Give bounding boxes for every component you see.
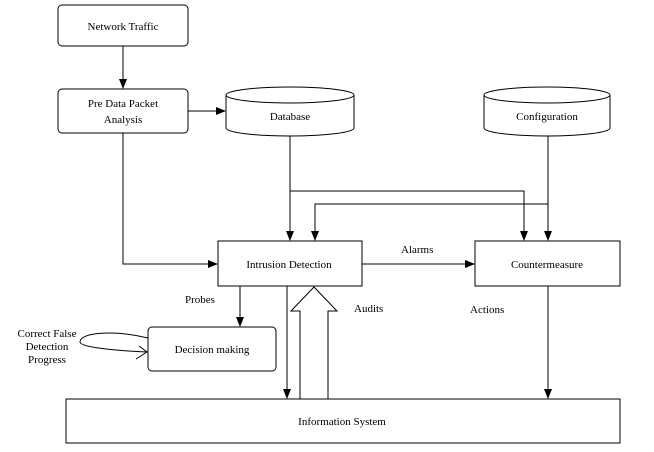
- audits-label: Audits: [354, 303, 383, 315]
- actions-label: Actions: [470, 304, 504, 316]
- connectors: [79, 46, 552, 399]
- edge-predata-to-intrusion: [122, 133, 218, 268]
- intrusion-detection-label: Intrusion Detection: [246, 259, 332, 271]
- audits-hollow-arrow: [289, 286, 339, 399]
- intrusion-detection-box: [217, 240, 363, 287]
- countermeasure-node: Countermeasure: [474, 240, 621, 287]
- pre-data-label-line1: Pre Data Packet: [88, 98, 158, 110]
- database-label: Database: [270, 111, 310, 123]
- configuration-label: Configuration: [516, 111, 578, 123]
- countermeasure-box: [474, 240, 621, 287]
- configuration-cylinder-top: [483, 86, 611, 104]
- network-traffic-box: [57, 4, 189, 47]
- network-traffic-node: Network Traffic: [57, 4, 189, 47]
- database-cylinder-top: [225, 86, 355, 104]
- configuration-node: Configuration: [483, 86, 611, 137]
- correct-false-label-line3: Progress: [28, 354, 66, 366]
- decision-making-label: Decision making: [175, 344, 250, 356]
- information-system-box: [65, 398, 621, 444]
- edge-correct-false-loop: [79, 332, 149, 353]
- edge-database-to-countermeasure: [290, 190, 528, 241]
- pre-data-box: [57, 88, 189, 134]
- intrusion-detection-node: Intrusion Detection: [217, 240, 363, 287]
- correct-false-label-line1: Correct False: [18, 328, 77, 340]
- configuration-cylinder-body: [483, 95, 611, 137]
- decision-making-box: [147, 326, 277, 372]
- pre-data-node: Pre Data Packet Analysis: [57, 88, 189, 134]
- network-traffic-label: Network Traffic: [88, 21, 159, 33]
- edge-config-to-intrusion: [311, 203, 548, 241]
- information-system-label: Information System: [298, 416, 386, 428]
- pre-data-label-line2: Analysis: [104, 114, 143, 126]
- information-system-node: Information System: [65, 398, 621, 444]
- alarms-label: Alarms: [401, 244, 433, 256]
- database-cylinder-body: [225, 95, 355, 137]
- decision-making-node: Decision making: [147, 326, 277, 372]
- correct-false-label-line2: Detection: [26, 341, 69, 353]
- probes-label: Probes: [185, 294, 215, 306]
- loop-arrowhead: [135, 345, 148, 360]
- countermeasure-label: Countermeasure: [511, 259, 583, 271]
- database-node: Database: [225, 86, 355, 137]
